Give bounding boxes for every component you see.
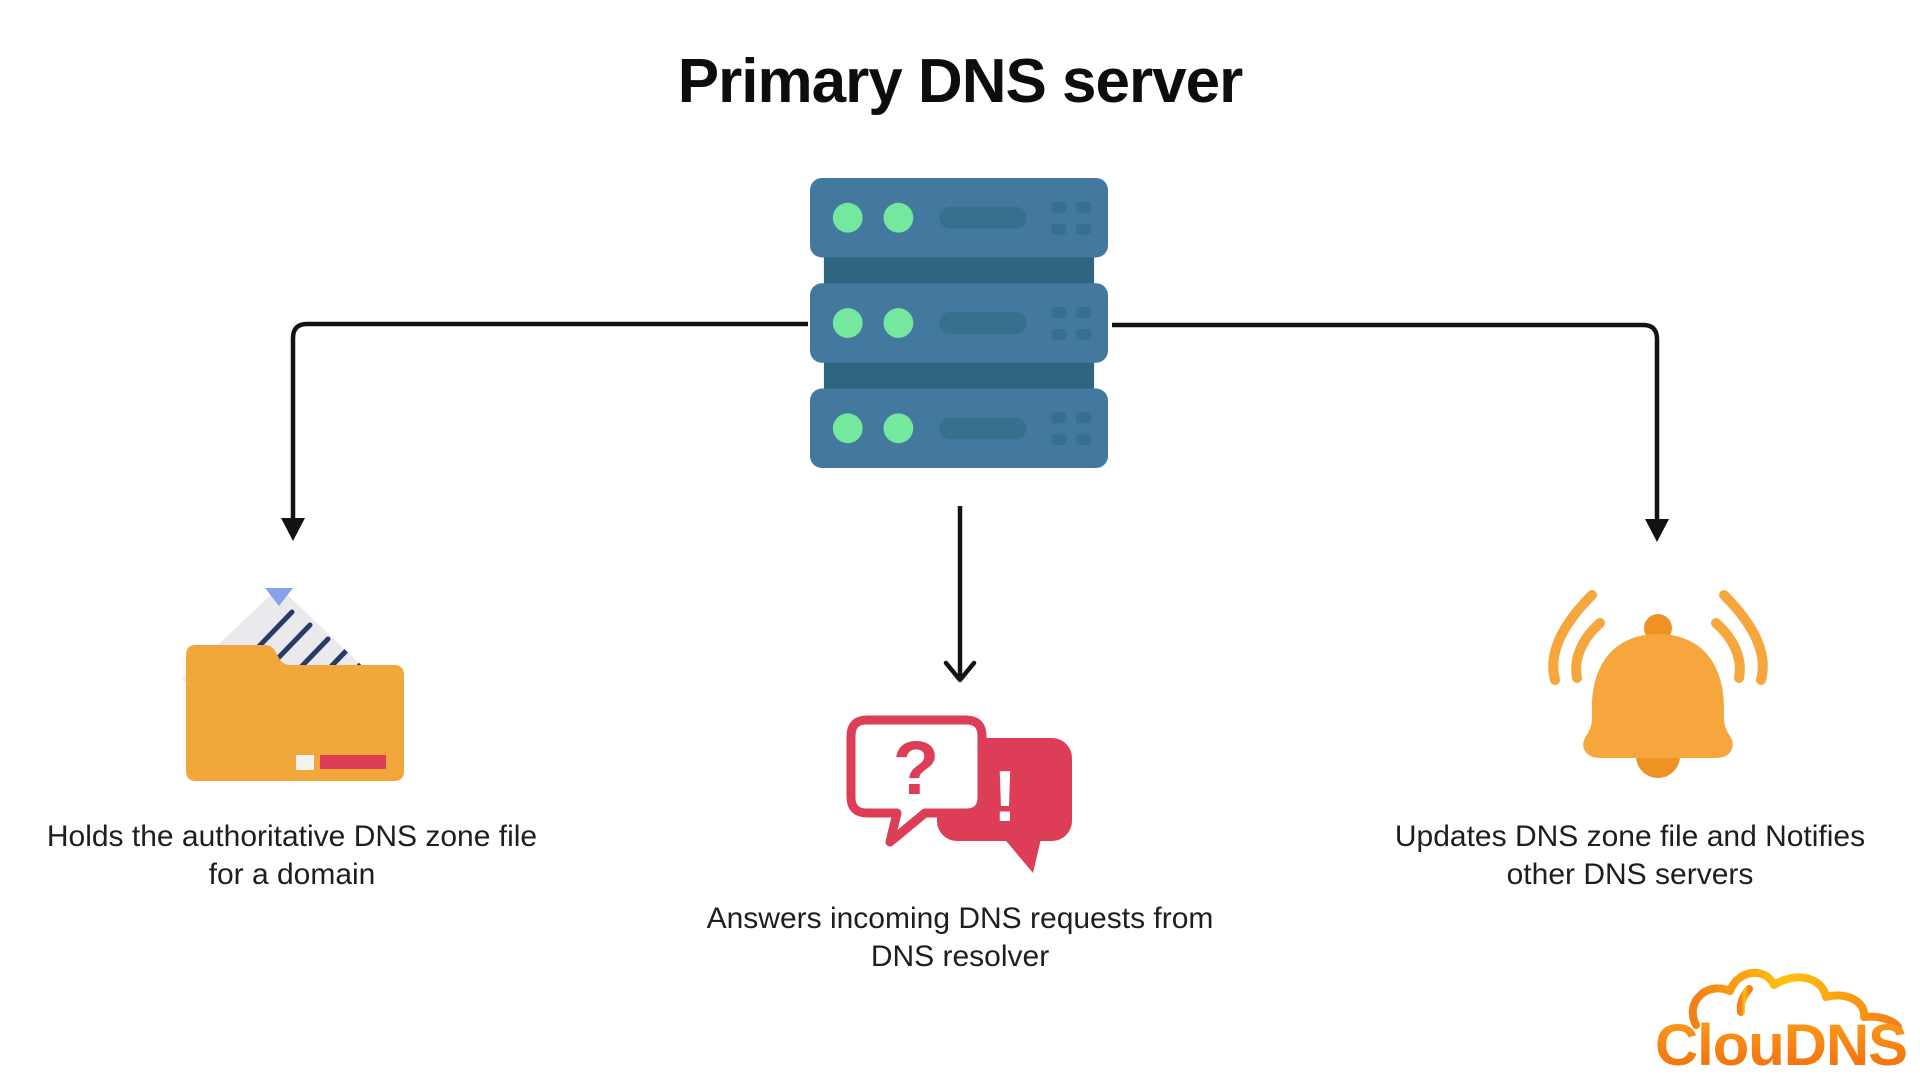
logo-text: ClouDNS <box>1655 1013 1907 1075</box>
caption-line: Updates DNS zone file and Notifies <box>1394 820 1866 853</box>
led-icon <box>883 308 914 338</box>
folder-label-chip <box>296 755 314 770</box>
exclamation-glyph: ! <box>993 757 1017 837</box>
bell-body <box>1583 634 1733 758</box>
cloud-crease <box>1736 985 1753 1016</box>
bell-wave-left-outer <box>1548 590 1597 685</box>
caption-zone-file: Holds the authoritative DNS zone file fo… <box>12 818 572 894</box>
folder-zone-file-icon <box>182 587 404 781</box>
server-unit-1 <box>810 177 1108 258</box>
server-unit-3 <box>810 388 1108 469</box>
bell-wave-left-inner <box>1571 618 1605 683</box>
notification-bell-icon <box>1548 590 1768 778</box>
arrow-to-notify <box>1112 322 1669 542</box>
bell-clapper <box>1636 756 1680 778</box>
caption-line: DNS resolver <box>870 940 1050 973</box>
question-glyph: ? <box>893 726 939 811</box>
led-icon <box>832 308 863 338</box>
question-answer-chat-icon: ! ? <box>846 715 1072 873</box>
folder-front <box>186 645 404 781</box>
caption-requests: Answers incoming DNS requests from DNS r… <box>680 900 1240 976</box>
document-flap <box>265 588 293 606</box>
led-icon <box>832 202 863 233</box>
caption-line: Answers incoming DNS requests from <box>706 902 1214 935</box>
server-stack-icon <box>810 177 1108 469</box>
drive-slot <box>939 312 1027 334</box>
led-icon <box>883 413 914 444</box>
caption-line: Holds the authoritative DNS zone file <box>46 820 538 853</box>
question-bubble: ? <box>846 715 987 847</box>
led-icon <box>832 413 863 444</box>
drive-slot <box>939 417 1027 440</box>
cloud-outline-icon <box>1688 968 1902 1031</box>
caption-line: other DNS servers <box>1506 858 1754 891</box>
page-title: Primary DNS server <box>677 47 1243 116</box>
led-icon <box>883 202 914 233</box>
drive-slot <box>939 206 1027 229</box>
bell-wave-right-outer <box>1719 590 1768 685</box>
server-unit-2 <box>810 283 1108 363</box>
folder-red-bar <box>320 755 386 769</box>
caption-notify: Updates DNS zone file and Notifies other… <box>1350 818 1910 894</box>
cloudns-logo: ClouDNS <box>1655 968 1908 1075</box>
arrow-to-requests <box>943 506 977 683</box>
bell-wave-right-inner <box>1711 618 1745 683</box>
caption-line: for a domain <box>208 858 376 891</box>
arrow-to-zone-file <box>281 321 808 541</box>
